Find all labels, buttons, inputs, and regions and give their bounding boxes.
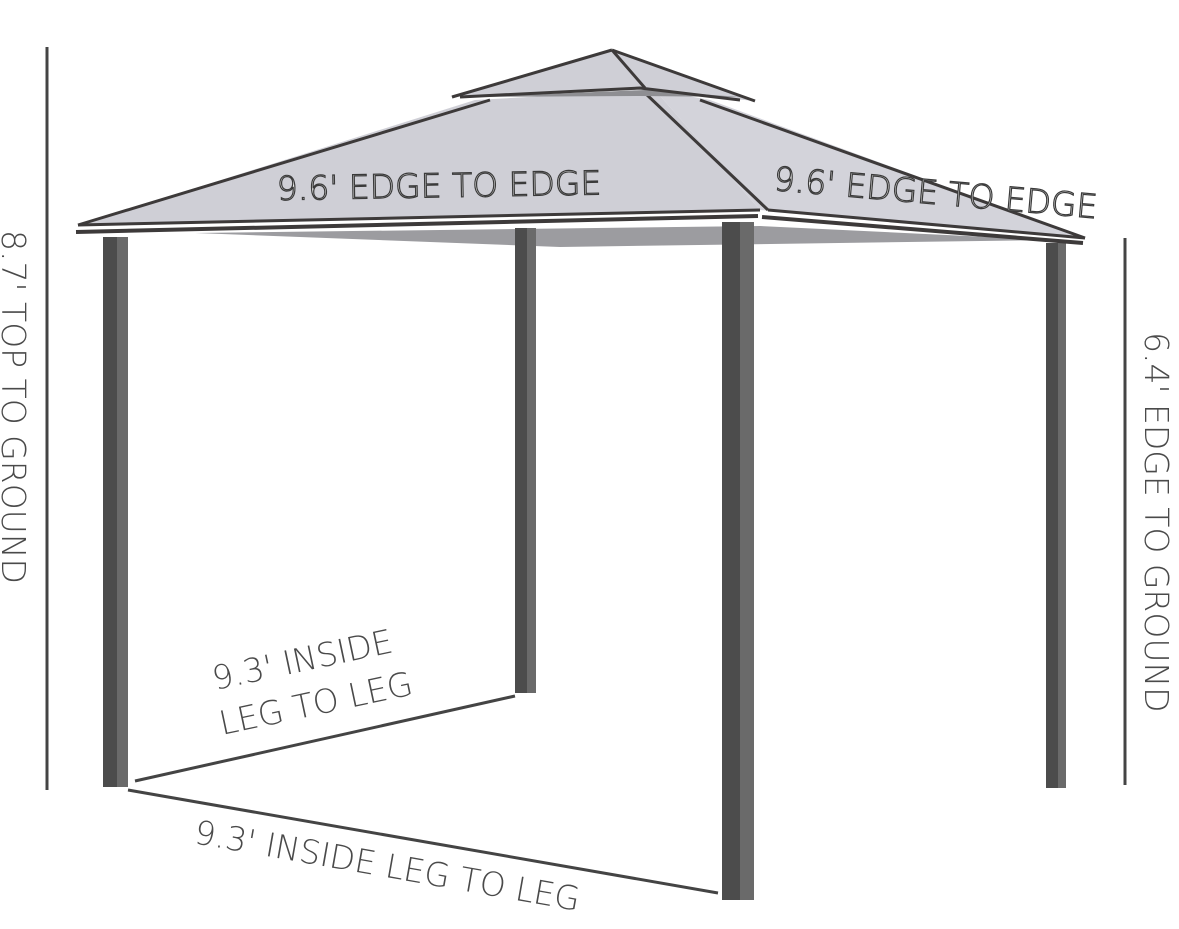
post-front-left (103, 237, 128, 787)
post-back-right (1046, 243, 1066, 788)
roof-lower-tier (75, 90, 1086, 245)
post-front-right (722, 222, 754, 900)
roof-upper-tier (450, 48, 756, 103)
inside-width-dimension-line (127, 788, 719, 895)
height-total-label: 8.7' TOP TO GROUND (0, 230, 33, 584)
roof-underside-shadow (195, 226, 1050, 247)
height-edge-label: 6.4' EDGE TO GROUND (1137, 332, 1176, 713)
inside-depth-dimension-line (134, 694, 516, 783)
inside-width-label: 9.3' INSIDE LEG TO LEG (192, 812, 583, 918)
roof-front-label: 9.6' EDGE TO EDGE (276, 163, 601, 208)
post-back-center (515, 228, 536, 693)
